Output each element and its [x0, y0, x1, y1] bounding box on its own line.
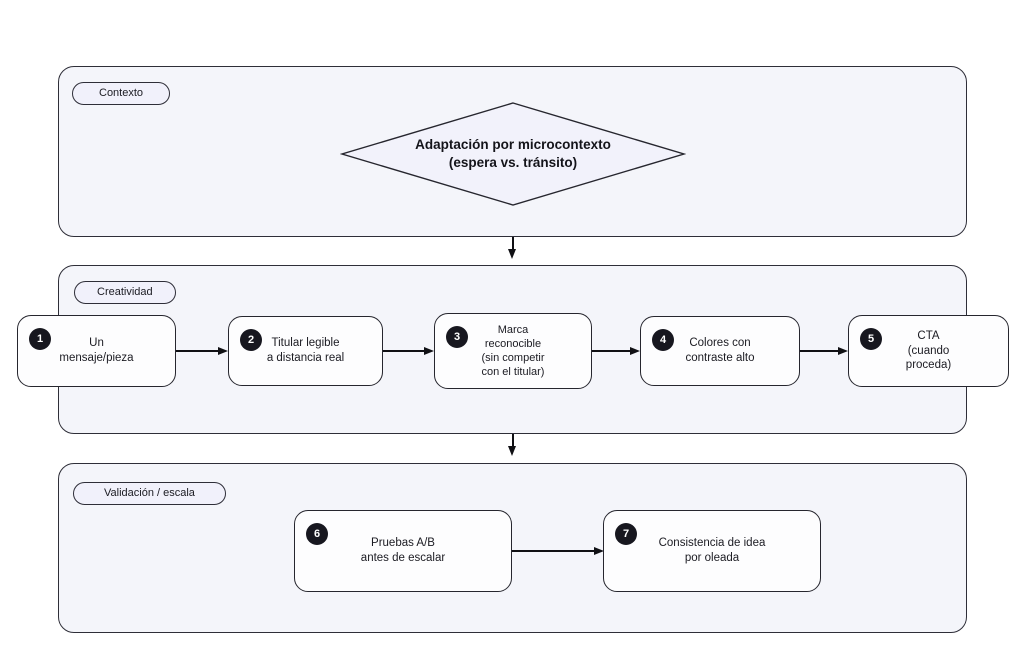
connector-node1-node2 [176, 350, 219, 352]
arrowhead-right-icon [630, 346, 640, 355]
arrowhead-right-icon [424, 346, 434, 355]
decision-line-1: Adaptación por microcontexto [415, 136, 611, 152]
step-number-badge: 5 [860, 328, 882, 350]
node-3-marca-reconocible: 3 Marca reconocible (sin competir con el… [434, 313, 592, 389]
step-number-badge: 7 [615, 523, 637, 545]
node-1-un-mensaje-pieza: 1 Un mensaje/pieza [17, 315, 176, 387]
arrowhead-down-icon [508, 249, 516, 259]
arrowhead-down-icon [508, 446, 516, 456]
step-number-badge: 1 [29, 328, 51, 350]
step-number-badge: 4 [652, 329, 674, 351]
section-label-contexto: Contexto [72, 82, 171, 105]
connector-creatividad-to-validacion [512, 434, 514, 448]
step-number-badge: 6 [306, 523, 328, 545]
node-6-pruebas-ab: 6 Pruebas A/B antes de escalar [294, 510, 512, 592]
diamond-shape-icon [340, 102, 686, 206]
node-label: Marca reconocible (sin competir con el t… [481, 323, 545, 379]
step-number-badge: 3 [446, 326, 468, 348]
connector-contexto-to-creatividad [512, 237, 514, 251]
node-label: Pruebas A/B antes de escalar [360, 536, 446, 564]
decision-line-2: (espera vs. tránsito) [448, 155, 578, 170]
node-label: Titular legible a distancia real [266, 336, 345, 364]
section-label-creatividad: Creatividad [74, 281, 176, 304]
node-7-consistencia-idea: 7 Consistencia de idea por oleada [603, 510, 821, 592]
node-2-titular-legible: 2 Titular legible a distancia real [228, 316, 383, 386]
connector-node3-node4 [592, 350, 631, 352]
arrowhead-right-icon [218, 346, 228, 355]
step-number-badge: 2 [240, 329, 262, 351]
node-label: Consistencia de idea por oleada [658, 536, 766, 564]
node-5-cta: 5 CTA (cuando proceda) [848, 315, 1009, 387]
connector-node2-node3 [383, 350, 425, 352]
arrowhead-right-icon [594, 546, 604, 555]
node-label: Un mensaje/pieza [59, 336, 134, 364]
decision-node-label: Adaptación por microcontexto (espera vs.… [340, 101, 686, 207]
section-label-validacion-escala: Validación / escala [73, 482, 226, 505]
connector-node6-node7 [512, 550, 595, 552]
node-4-colores-contraste: 4 Colores con contraste alto [640, 316, 800, 386]
connector-node4-node5 [800, 350, 839, 352]
node-label: CTA (cuando proceda) [905, 329, 952, 372]
arrowhead-right-icon [838, 346, 848, 355]
decision-node-adaptacion: Adaptación por microcontexto (espera vs.… [340, 101, 686, 207]
node-label: Colores con contraste alto [685, 336, 755, 364]
